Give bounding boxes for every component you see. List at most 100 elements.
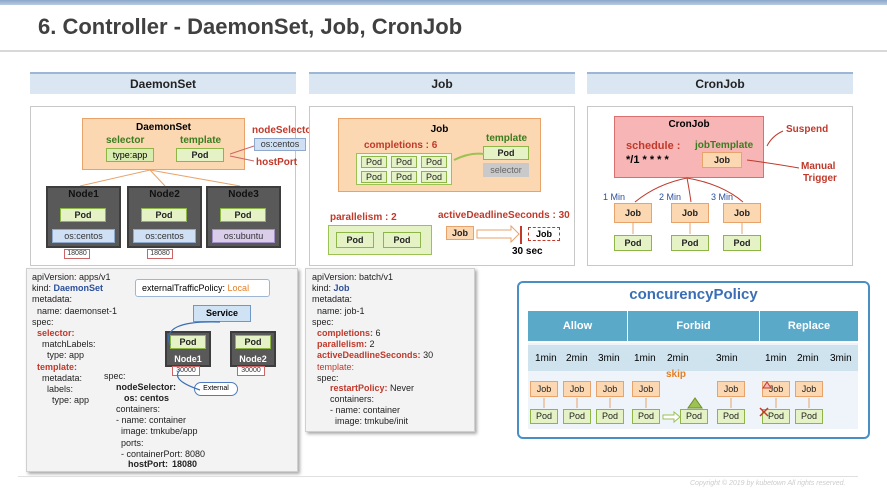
job-yaml-restart: restartPolicy: Never [330, 383, 414, 394]
mini-node-1-name: Node1 [174, 354, 202, 364]
ds-yaml-part: matchLabels: type: app [42, 339, 96, 361]
ds-node-3-name: Node3 [228, 189, 259, 200]
cp-min: 2min [566, 353, 588, 364]
ds-node-2-pod: Pod [141, 208, 187, 222]
cp-min: 2min [667, 353, 689, 364]
ds-node-1-port: 18080 [64, 249, 90, 259]
ds-yaml-containers: containers: - name: container image: tmk… [116, 404, 206, 459]
job-yaml-completions: completions: [317, 328, 376, 339]
cp-pod: Pod [530, 409, 558, 424]
job-yaml-code: apiVersion: batch/v1 kind: Job metadata:… [312, 272, 433, 384]
concurrency-head-forbid: Forbid [628, 311, 759, 341]
ds-yaml-part: apiVersion: apps/v1 kind: [32, 272, 111, 294]
ds-yaml-template: template: [37, 361, 78, 372]
job-ads-arrow [476, 224, 522, 244]
section-header-daemonset: DaemonSet [30, 72, 296, 94]
job-grid-pod: Pod [421, 171, 447, 183]
job-ads-job-killed: Job [528, 227, 560, 241]
cronjob-jobtemplate-label: jobTemplate [695, 140, 754, 151]
cp-pod: Pod [795, 409, 823, 424]
job-yaml-completions-val: 6 [375, 328, 381, 339]
job-parallel-pod: Pod [383, 232, 421, 248]
cp-arrows [543, 381, 810, 424]
section-header-cronjob: CronJob [587, 72, 853, 94]
cp-job: Job [717, 381, 745, 397]
job-yaml-ads: activeDeadlineSeconds: [317, 350, 424, 361]
cronjob-pod: Pod [723, 235, 761, 251]
job-yaml-parallelism-val: 2 [369, 339, 375, 350]
cp-pod: Pod [596, 409, 624, 424]
ds-node-2-name: Node2 [149, 189, 180, 200]
job-yaml-restart-key: restartPolicy: [330, 383, 391, 393]
ds-yaml-hostport-value: 18080 [172, 459, 198, 469]
ds-yaml-kind: DaemonSet [53, 283, 104, 294]
concurrency-title: concurencyPolicy [629, 286, 758, 303]
ds-node-3-os: os:ubuntu [212, 229, 275, 243]
ds-yaml-part: metadata: labels: type: app [42, 372, 90, 406]
job-parallel-pod: Pod [336, 232, 374, 248]
external-bubble: External [194, 382, 238, 396]
page-title: 6. Controller - DaemonSet, Job, CronJob [38, 14, 463, 39]
job-box-title: Job [430, 124, 449, 135]
ds-yaml-code: apiVersion: apps/v1 kind: DaemonSet meta… [32, 272, 117, 406]
etp-label: externalTrafficPolicy: [142, 283, 226, 293]
ds-nodeselector-label: nodeSelector [252, 125, 316, 136]
cp-skip: skip [666, 369, 687, 380]
title-divider [0, 50, 887, 52]
cp-min: 1min [765, 353, 787, 364]
ds-yaml-hostport: hostPort: [128, 459, 168, 469]
ds-selector-value: type:app [106, 148, 154, 162]
job-ads-label: activeDeadlineSeconds : 30 [438, 210, 570, 221]
concurrency-head-allow: Allow [528, 311, 627, 341]
etp-callout: externalTrafficPolicy: Local [135, 279, 270, 297]
ds-service-arrows [168, 321, 221, 391]
ds-selector-label: selector [106, 135, 145, 146]
cronjob-manual: Manual [801, 161, 836, 172]
job-grid-pod: Pod [421, 156, 447, 168]
ds-node-3-pod: Pod [220, 208, 266, 222]
job-yaml-part: metadata: name: job-1 spec: [312, 294, 365, 327]
top-accent-bar [0, 0, 887, 5]
cp-job: Job [530, 381, 558, 397]
cronjob-job: Job [614, 203, 652, 223]
cp-pod: Pod [563, 409, 591, 424]
job-yaml-parallelism: parallelism: [317, 339, 370, 350]
cp-min: 1min [535, 353, 557, 364]
mini-node-2-name: Node2 [239, 354, 267, 364]
ds-hostport-label: hostPort [256, 157, 298, 168]
job-template-arrow [453, 152, 485, 161]
cronjob-min-label: 2 Min [659, 192, 682, 202]
cp-min: 3min [598, 353, 620, 364]
cronjob-pod: Pod [614, 235, 652, 251]
ds-yaml-part: metadata: name: daemonset-1 spec: [32, 294, 118, 327]
cp-job: Job [563, 381, 591, 397]
job-selector: selector [483, 163, 529, 177]
cronjob-schedule: schedule : [626, 140, 681, 152]
mini-node-1-port: 30000 [172, 366, 200, 376]
job-ads-job: Job [446, 226, 474, 240]
ds-nodeselector-value: os:centos [254, 138, 306, 151]
job-template-label: template [486, 133, 528, 144]
cp-job: Job [795, 381, 823, 397]
cp-pod: Pod [762, 409, 790, 424]
ds-node-1-name: Node1 [68, 189, 99, 200]
section-header-job: Job [309, 72, 575, 94]
job-yaml-box [305, 268, 475, 432]
job-grid-pod: Pod [361, 156, 387, 168]
cronjob-job: Job [671, 203, 709, 223]
job-yaml-ads-val: 30 [423, 350, 434, 361]
job-yaml-containers: containers: - name: container image: tmk… [330, 394, 409, 427]
ds-yaml-os: os: centos [124, 393, 170, 403]
service-box: Service [193, 305, 251, 322]
concurrency-minute-row [528, 345, 858, 371]
ds-yaml-nodeselector: nodeSelector: [116, 382, 177, 392]
ds-yaml-spec: spec: [104, 371, 126, 381]
job-template-pod: Pod [483, 146, 529, 160]
cronjob-pod-arrows [632, 223, 743, 234]
cronjob-box-title: CronJob [668, 119, 710, 130]
ds-node-2-os: os:centos [133, 229, 196, 243]
job-yaml-part: apiVersion: batch/v1 kind: [312, 272, 394, 294]
cronjob-trigger: Trigger [803, 173, 837, 184]
etp-value: Local [227, 283, 250, 293]
cp-min: 2min [797, 353, 819, 364]
